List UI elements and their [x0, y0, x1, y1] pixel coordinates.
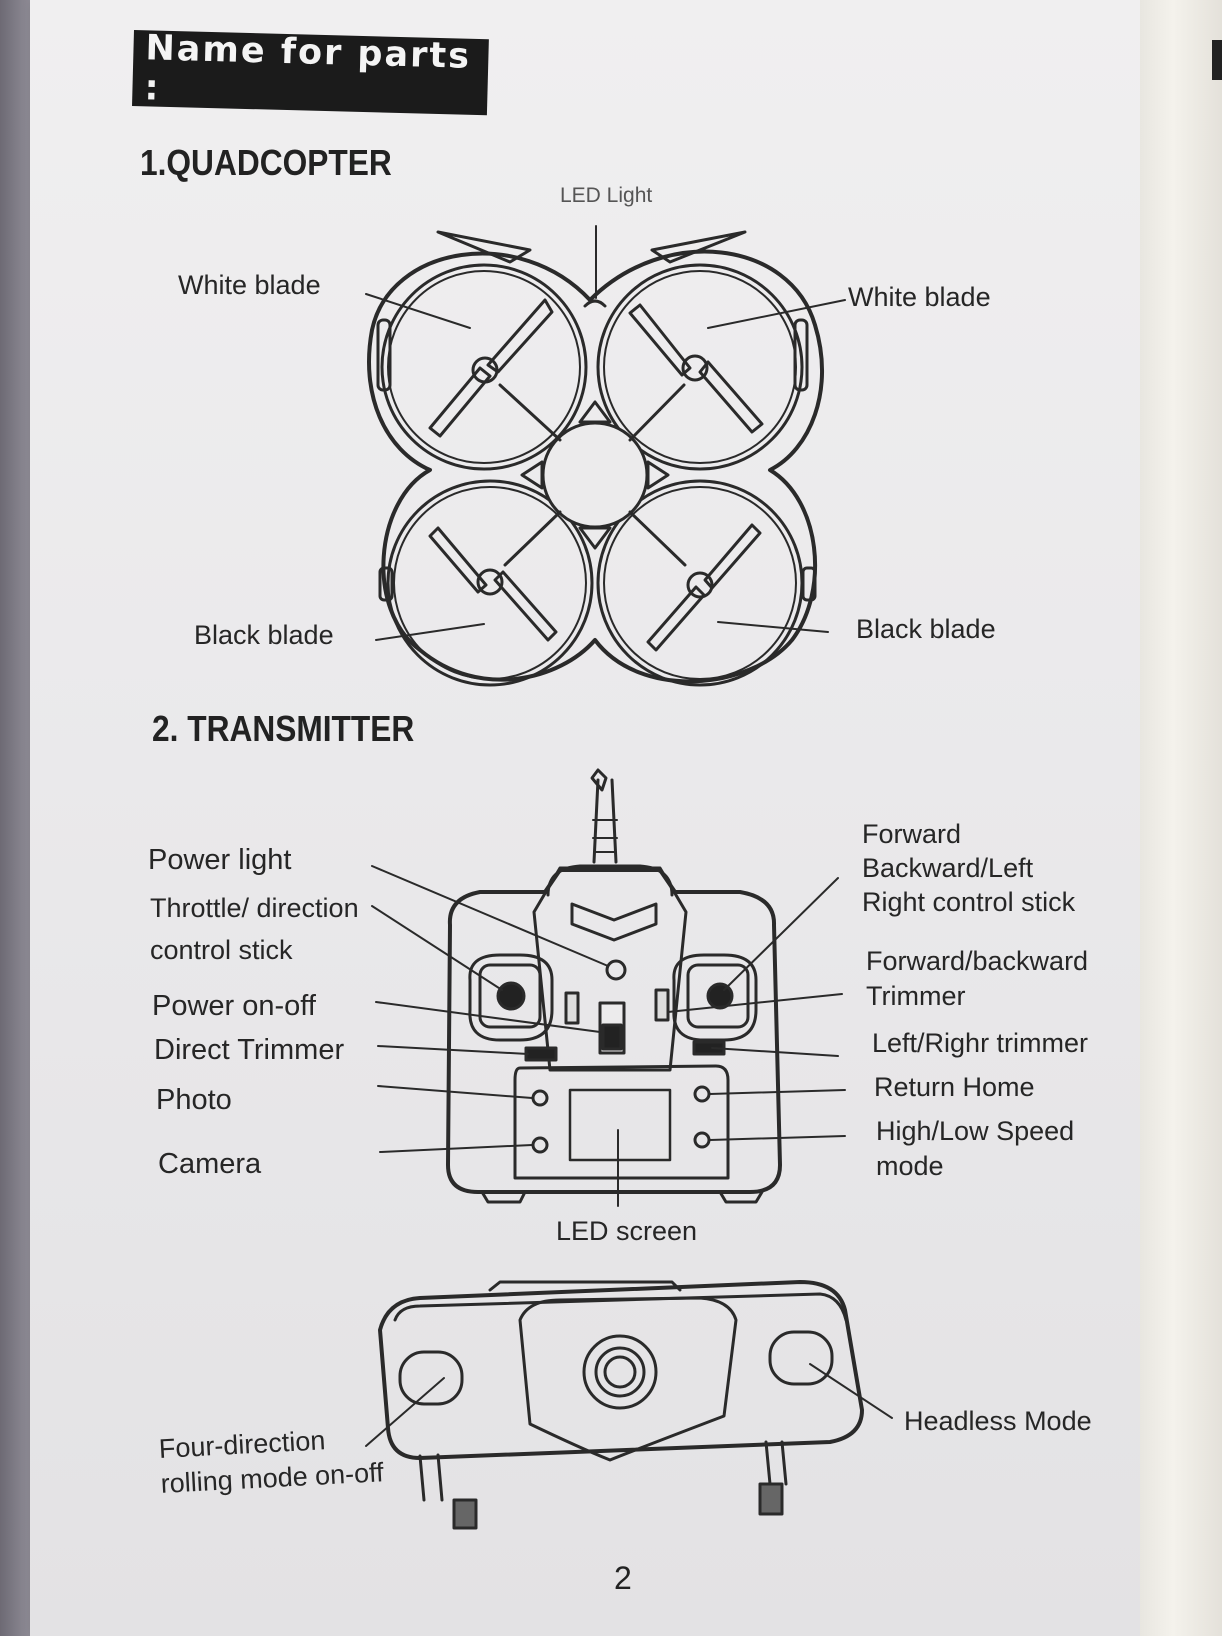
right-page-edge	[1140, 0, 1222, 1636]
label-camera: Camera	[158, 1148, 262, 1180]
label-direct-trimmer: Direct Trimmer	[154, 1034, 345, 1066]
label-led-screen: LED screen	[556, 1216, 698, 1246]
edge-mark	[1212, 40, 1222, 80]
label-power-on-off: Power on-off	[152, 990, 316, 1022]
label-led-light: LED Light	[560, 184, 653, 207]
label-throttle-stick: Throttle/ direction control stick	[150, 893, 359, 965]
label-white-blade-right: White blade	[848, 282, 991, 312]
page-number: 2	[614, 1560, 632, 1596]
label-speed-mode: High/Low Speed mode	[876, 1116, 1075, 1181]
transmitter-drawing	[371, 768, 846, 1207]
label-power-light: Power light	[148, 844, 292, 876]
label-black-blade-right: Black blade	[856, 614, 996, 644]
label-forward-backward-trimmer: Forward/backward Trimmer	[866, 946, 1089, 1011]
transmitter-top-view	[365, 1280, 893, 1530]
label-photo: Photo	[156, 1084, 232, 1116]
label-left-right-trimmer: Left/Righr trimmer	[872, 1028, 1089, 1058]
label-white-blade-left: White blade	[178, 270, 321, 300]
quadcopter-section-title: 1.QUADCOPTER	[140, 142, 392, 183]
label-four-direction-rolling: Four-direction rolling mode on-off	[158, 1425, 385, 1500]
label-return-home: Return Home	[874, 1072, 1035, 1102]
quadcopter-drawing	[365, 225, 846, 687]
label-headless-mode: Headless Mode	[904, 1406, 1092, 1436]
label-right-control-stick: Forward Backward/Left Right control stic…	[862, 819, 1076, 917]
transmitter-section-title: 2. TRANSMITTER	[152, 708, 415, 749]
label-black-blade-left: Black blade	[194, 620, 334, 650]
